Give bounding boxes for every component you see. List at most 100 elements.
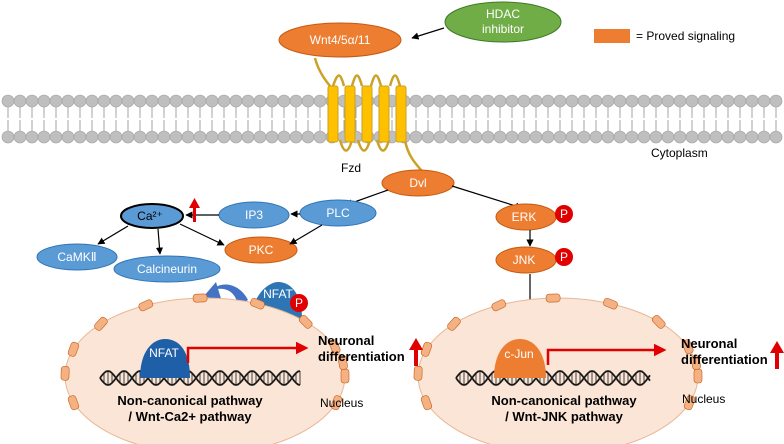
lipid-head xyxy=(481,94,495,108)
cjun-node xyxy=(494,339,546,378)
lipid-head xyxy=(505,94,519,108)
lipid-head xyxy=(541,94,555,108)
legend-swatch xyxy=(594,29,630,43)
lipid-head xyxy=(697,94,711,108)
nfat-phospho-badge xyxy=(290,294,308,312)
neuronal-increase-red-arrow-right xyxy=(770,341,784,369)
erk-phospho-label: P xyxy=(560,207,568,221)
lipid-head xyxy=(37,130,51,144)
lipid-head xyxy=(85,130,99,144)
nuclear-pore xyxy=(491,299,507,312)
lipid-head xyxy=(493,130,507,144)
fzd-label: Fzd xyxy=(341,161,361,175)
plc-node xyxy=(299,199,377,227)
plc-to-pkc-arrow xyxy=(289,224,323,245)
lipid-head xyxy=(73,94,87,108)
lipid-head xyxy=(625,130,639,144)
nuclear-pore xyxy=(192,293,208,303)
lipid-head xyxy=(277,130,291,144)
calcium-to-pkc-arrow xyxy=(179,223,225,246)
lipid-head xyxy=(601,94,615,108)
lipid-head xyxy=(289,130,303,144)
lipid-head xyxy=(1,130,15,144)
lipid-head xyxy=(25,130,39,144)
lipid-head xyxy=(481,130,495,144)
lipid-head xyxy=(169,94,183,108)
lipid-head xyxy=(109,130,123,144)
lipid-head xyxy=(409,130,423,144)
nucleus-left-label: Nucleus xyxy=(320,396,363,410)
lipid-head xyxy=(517,94,531,108)
nuclear-pore xyxy=(413,365,423,381)
lipid-head xyxy=(445,94,459,108)
cytoplasm-label: Cytoplasm xyxy=(651,146,708,160)
lipid-head xyxy=(193,94,207,108)
lipid-head xyxy=(229,94,243,108)
erk-label: ERK xyxy=(512,210,537,224)
calcium-to-calcineurin-arrow xyxy=(155,228,164,255)
lipid-head xyxy=(97,130,111,144)
dvl-label: Dvl xyxy=(409,176,426,190)
lipid-head xyxy=(649,130,663,144)
lipid-head xyxy=(469,94,483,108)
lipid-head xyxy=(757,130,771,144)
calcium-node xyxy=(120,203,184,229)
nuclear-pore xyxy=(298,314,313,329)
nuclear-pore xyxy=(683,395,696,411)
lipid-head xyxy=(265,94,279,108)
lipid-head xyxy=(577,130,591,144)
lipid-head xyxy=(97,94,111,108)
calcineurin-node xyxy=(113,255,221,283)
calcium-increase-red-arrow xyxy=(189,198,200,222)
pkc-label: PKC xyxy=(249,243,274,257)
lipid-head xyxy=(433,130,447,144)
jnk-label: JNK xyxy=(513,253,536,267)
nfat-dna-bound-node xyxy=(140,339,190,378)
calcium-to-camkii-arrow xyxy=(97,225,129,245)
cjun-label: c-Jun xyxy=(504,347,533,361)
nuclear-pore xyxy=(67,341,80,357)
lipid-head xyxy=(217,130,231,144)
lipid-head xyxy=(205,94,219,108)
lipid-head xyxy=(517,130,531,144)
lipid-head xyxy=(757,94,771,108)
nucleus-right-label: Nucleus xyxy=(682,392,725,406)
nuclear-pore xyxy=(67,395,80,411)
lipid-head xyxy=(673,130,687,144)
camkii-node xyxy=(36,243,118,271)
lipid-head xyxy=(505,130,519,144)
nucleus-left-pores xyxy=(60,293,350,411)
lipid-head xyxy=(697,130,711,144)
lipid-head xyxy=(289,94,303,108)
lipid-head xyxy=(565,130,579,144)
cell-membrane xyxy=(1,94,783,144)
nuclear-pore xyxy=(420,395,433,411)
lipid-head xyxy=(541,130,555,144)
lipid-head xyxy=(265,130,279,144)
calcium-label: Ca²⁺ xyxy=(137,209,163,223)
lipid-head xyxy=(181,130,195,144)
nuclear-pore xyxy=(60,365,70,381)
nuclear-pore xyxy=(337,355,348,370)
nfat-dna-label: NFAT xyxy=(149,346,179,360)
lipid-head xyxy=(85,94,99,108)
nuclear-pore xyxy=(447,316,461,331)
neuronal-increase-red-arrow-left xyxy=(409,338,423,366)
wnt-label: Wnt4/5α/11 xyxy=(310,33,371,47)
lipid-head xyxy=(589,130,603,144)
lipid-head xyxy=(49,94,63,108)
nuclear-pore xyxy=(693,368,703,384)
lipid-head xyxy=(433,94,447,108)
pkc-node xyxy=(224,236,298,264)
lipid-head xyxy=(205,130,219,144)
lipid-head xyxy=(709,130,723,144)
lipid-head xyxy=(73,130,87,144)
nuclear-pore xyxy=(250,297,265,310)
lipid-head xyxy=(649,94,663,108)
lipid-head xyxy=(25,94,39,108)
plc-label: PLC xyxy=(326,206,350,220)
lipid-head xyxy=(445,130,459,144)
